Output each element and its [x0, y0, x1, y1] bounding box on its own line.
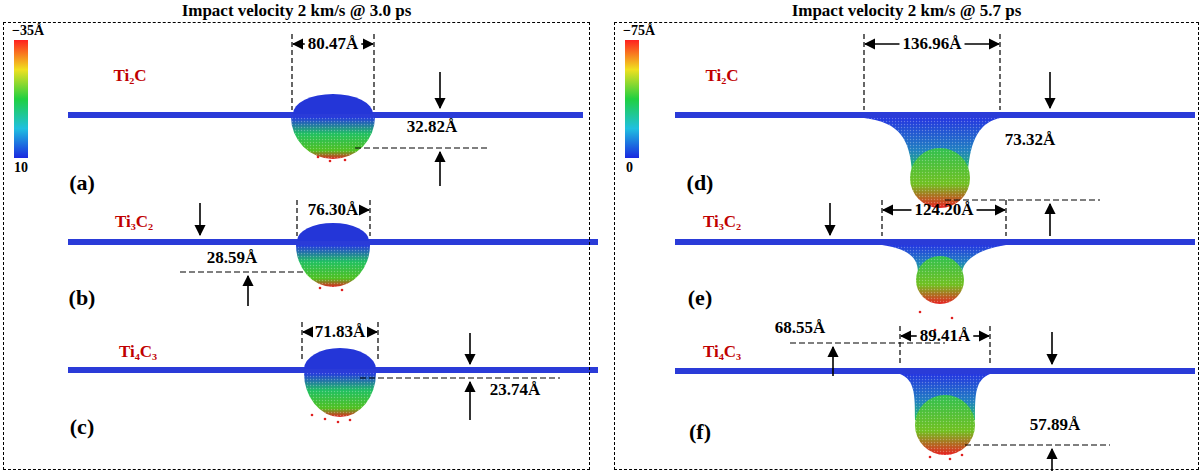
material-name: Ti₃C₂	[115, 212, 153, 232]
width-arrow	[361, 43, 373, 45]
colorbar-min: 0	[626, 160, 633, 176]
width-arrow	[883, 209, 911, 211]
panel-letter: (a)	[69, 170, 95, 196]
material-name: Ti₂C	[113, 66, 146, 86]
width-arrow	[293, 43, 305, 45]
crater-width: 124.20Å	[914, 200, 973, 220]
colorbar-min: 10	[14, 160, 28, 176]
dimension-brackets	[292, 34, 1006, 365]
crater-deep	[864, 118, 1006, 460]
width-arrow	[865, 43, 899, 45]
panel-title: Impact velocity 2 km/s @ 5.7 ps	[615, 1, 1198, 21]
colorbar	[625, 40, 639, 158]
crater-depth: 32.82Å	[407, 117, 458, 137]
colorbar-max: −75Å	[623, 23, 655, 39]
width-arrow	[973, 335, 989, 337]
panel-letter: (e)	[688, 285, 712, 311]
material-name: Ti₃C₂	[703, 212, 741, 232]
material-name: Ti₂C	[705, 66, 738, 86]
panel-letter: (c)	[70, 414, 94, 440]
width-arrow	[965, 43, 999, 45]
depth-arrows	[200, 72, 1052, 471]
colorbar-max: −35Å	[12, 23, 44, 39]
crater-depth: 57.89Å	[1030, 415, 1081, 435]
material-name: Ti₄C₃	[703, 342, 741, 362]
panel-title: Impact velocity 2 km/s @ 3.0 ps	[4, 1, 589, 21]
crater-depth: 73.32Å	[1005, 130, 1056, 150]
crater-width: 71.83Å	[315, 322, 366, 342]
crater-shallow	[291, 94, 376, 423]
crater-width: 89.41Å	[920, 326, 971, 346]
crater-depth: 23.74Å	[490, 380, 541, 400]
figure-panel: Impact velocity 2 km/s @ 3.0 ps	[3, 22, 590, 470]
panel-letter: (f)	[689, 419, 711, 445]
crater-depth: 68.55Å	[775, 318, 826, 338]
panel-letter: (d)	[687, 170, 714, 196]
depth-lines	[180, 148, 1110, 445]
figure-panel: Impact velocity 2 km/s @ 5.7 ps	[614, 22, 1199, 470]
crater-depth: 28.59Å	[207, 248, 258, 268]
width-arrow	[977, 209, 1005, 211]
width-arrow	[303, 331, 312, 333]
crater-width: 76.30Å	[308, 200, 359, 220]
crater-width: 80.47Å	[308, 34, 359, 54]
material-name: Ti₄C₃	[119, 342, 157, 362]
width-arrows	[293, 44, 1005, 336]
width-arrow	[901, 335, 917, 337]
width-arrow	[368, 331, 377, 333]
width-arrow	[361, 209, 369, 211]
panel-letter: (b)	[69, 285, 96, 311]
colorbar	[14, 40, 28, 158]
crater-width: 136.96Å	[902, 34, 961, 54]
mxene-sheets	[68, 112, 1195, 374]
